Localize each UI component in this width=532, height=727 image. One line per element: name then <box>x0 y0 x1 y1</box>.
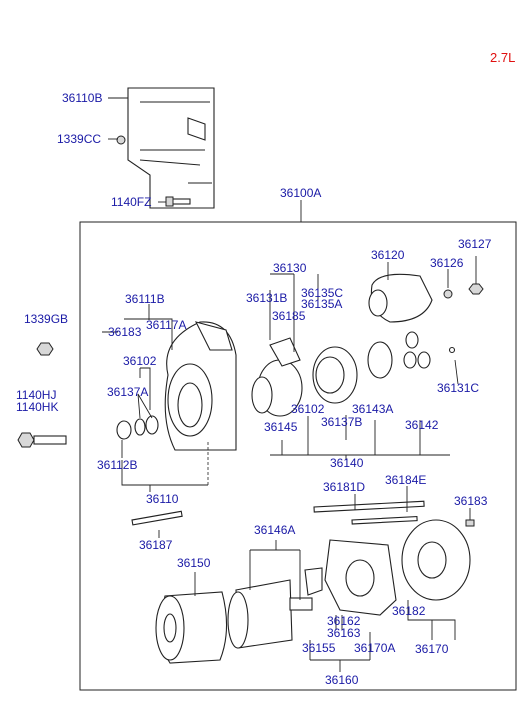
part-label-36102-b[interactable]: 36102 <box>291 402 325 416</box>
part-label-36145[interactable]: 36145 <box>264 420 298 434</box>
part-label-36185[interactable]: 36185 <box>272 309 306 323</box>
solenoid <box>368 273 484 323</box>
part-label-1339CC[interactable]: 1339CC <box>57 132 102 146</box>
part-label-1140HK[interactable]: 1140HK <box>16 400 59 414</box>
part-label-36184E[interactable]: 36184E <box>385 473 427 487</box>
bracket-cover <box>127 87 215 209</box>
yoke <box>155 591 228 664</box>
leader-lines <box>102 97 477 672</box>
part-label-1140FZ[interactable]: 1140FZ <box>111 195 152 209</box>
part-label-36131C[interactable]: 36131C <box>437 381 480 395</box>
part-label-36160[interactable]: 36160 <box>325 673 359 687</box>
part-label-36146A[interactable]: 36146A <box>254 523 296 537</box>
part-label-36142[interactable]: 36142 <box>405 418 439 432</box>
front-housing <box>164 321 237 451</box>
small-gears <box>403 331 456 369</box>
part-label-36110B[interactable]: 36110B <box>62 91 103 105</box>
part-label-36120[interactable]: 36120 <box>371 248 405 262</box>
part-label-36150[interactable]: 36150 <box>177 556 211 570</box>
part-label-36137A[interactable]: 36137A <box>107 385 149 399</box>
part-label-36112B[interactable]: 36112B <box>97 458 138 472</box>
part-label-36170A[interactable]: 36170A <box>354 641 396 655</box>
bolt-1140fz <box>165 196 191 207</box>
part-label-36111B[interactable]: 36111B <box>125 292 165 306</box>
part-label-36127[interactable]: 36127 <box>458 237 492 251</box>
engine-spec-label: 2.7L <box>490 50 516 65</box>
nut-1339cc <box>116 135 126 145</box>
part-label-36163[interactable]: 36163 <box>327 626 361 640</box>
part-label-36183[interactable]: 36183 <box>108 325 142 339</box>
part-label-36135C[interactable]: 36135C <box>301 286 344 300</box>
planetary-gear <box>312 341 393 404</box>
part-label-36126[interactable]: 36126 <box>430 256 464 270</box>
part-label-36100A[interactable]: 36100A <box>280 186 322 200</box>
assembly-frame <box>79 221 517 691</box>
part-label-36143A[interactable]: 36143A <box>352 402 394 416</box>
part-label-36187[interactable]: 36187 <box>139 538 173 552</box>
part-label-36170[interactable]: 36170 <box>415 642 449 656</box>
stud-36187 <box>131 510 183 526</box>
through-bolts <box>313 500 475 527</box>
part-label-36117A[interactable]: 36117A <box>146 318 187 332</box>
part-label-36130[interactable]: 36130 <box>273 261 307 275</box>
part-label-36110[interactable]: 36110 <box>146 492 179 506</box>
washers <box>116 415 159 440</box>
nut-1339gb <box>36 342 54 356</box>
part-label-36181D[interactable]: 36181D <box>323 480 366 494</box>
part-label-1339GB[interactable]: 1339GB <box>24 312 69 326</box>
part-label-36137B[interactable]: 36137B <box>321 415 363 429</box>
rear-cover <box>401 519 471 601</box>
part-label-36183-b[interactable]: 36183 <box>454 494 488 508</box>
brush-holder <box>304 539 397 616</box>
part-label-36131B[interactable]: 36131B <box>246 291 288 305</box>
part-label-36135A[interactable]: 36135A <box>301 297 343 311</box>
part-label-36102[interactable]: 36102 <box>123 354 157 368</box>
armature <box>227 579 313 649</box>
pinion-clutch <box>251 337 303 417</box>
part-label-36140[interactable]: 36140 <box>330 456 364 470</box>
part-label-36162[interactable]: 36162 <box>327 614 361 628</box>
part-label-36155[interactable]: 36155 <box>302 641 336 655</box>
part-label-36182[interactable]: 36182 <box>392 604 426 618</box>
bolt-1140hj <box>17 432 67 448</box>
part-label-1140HJ[interactable]: 1140HJ <box>16 388 57 402</box>
